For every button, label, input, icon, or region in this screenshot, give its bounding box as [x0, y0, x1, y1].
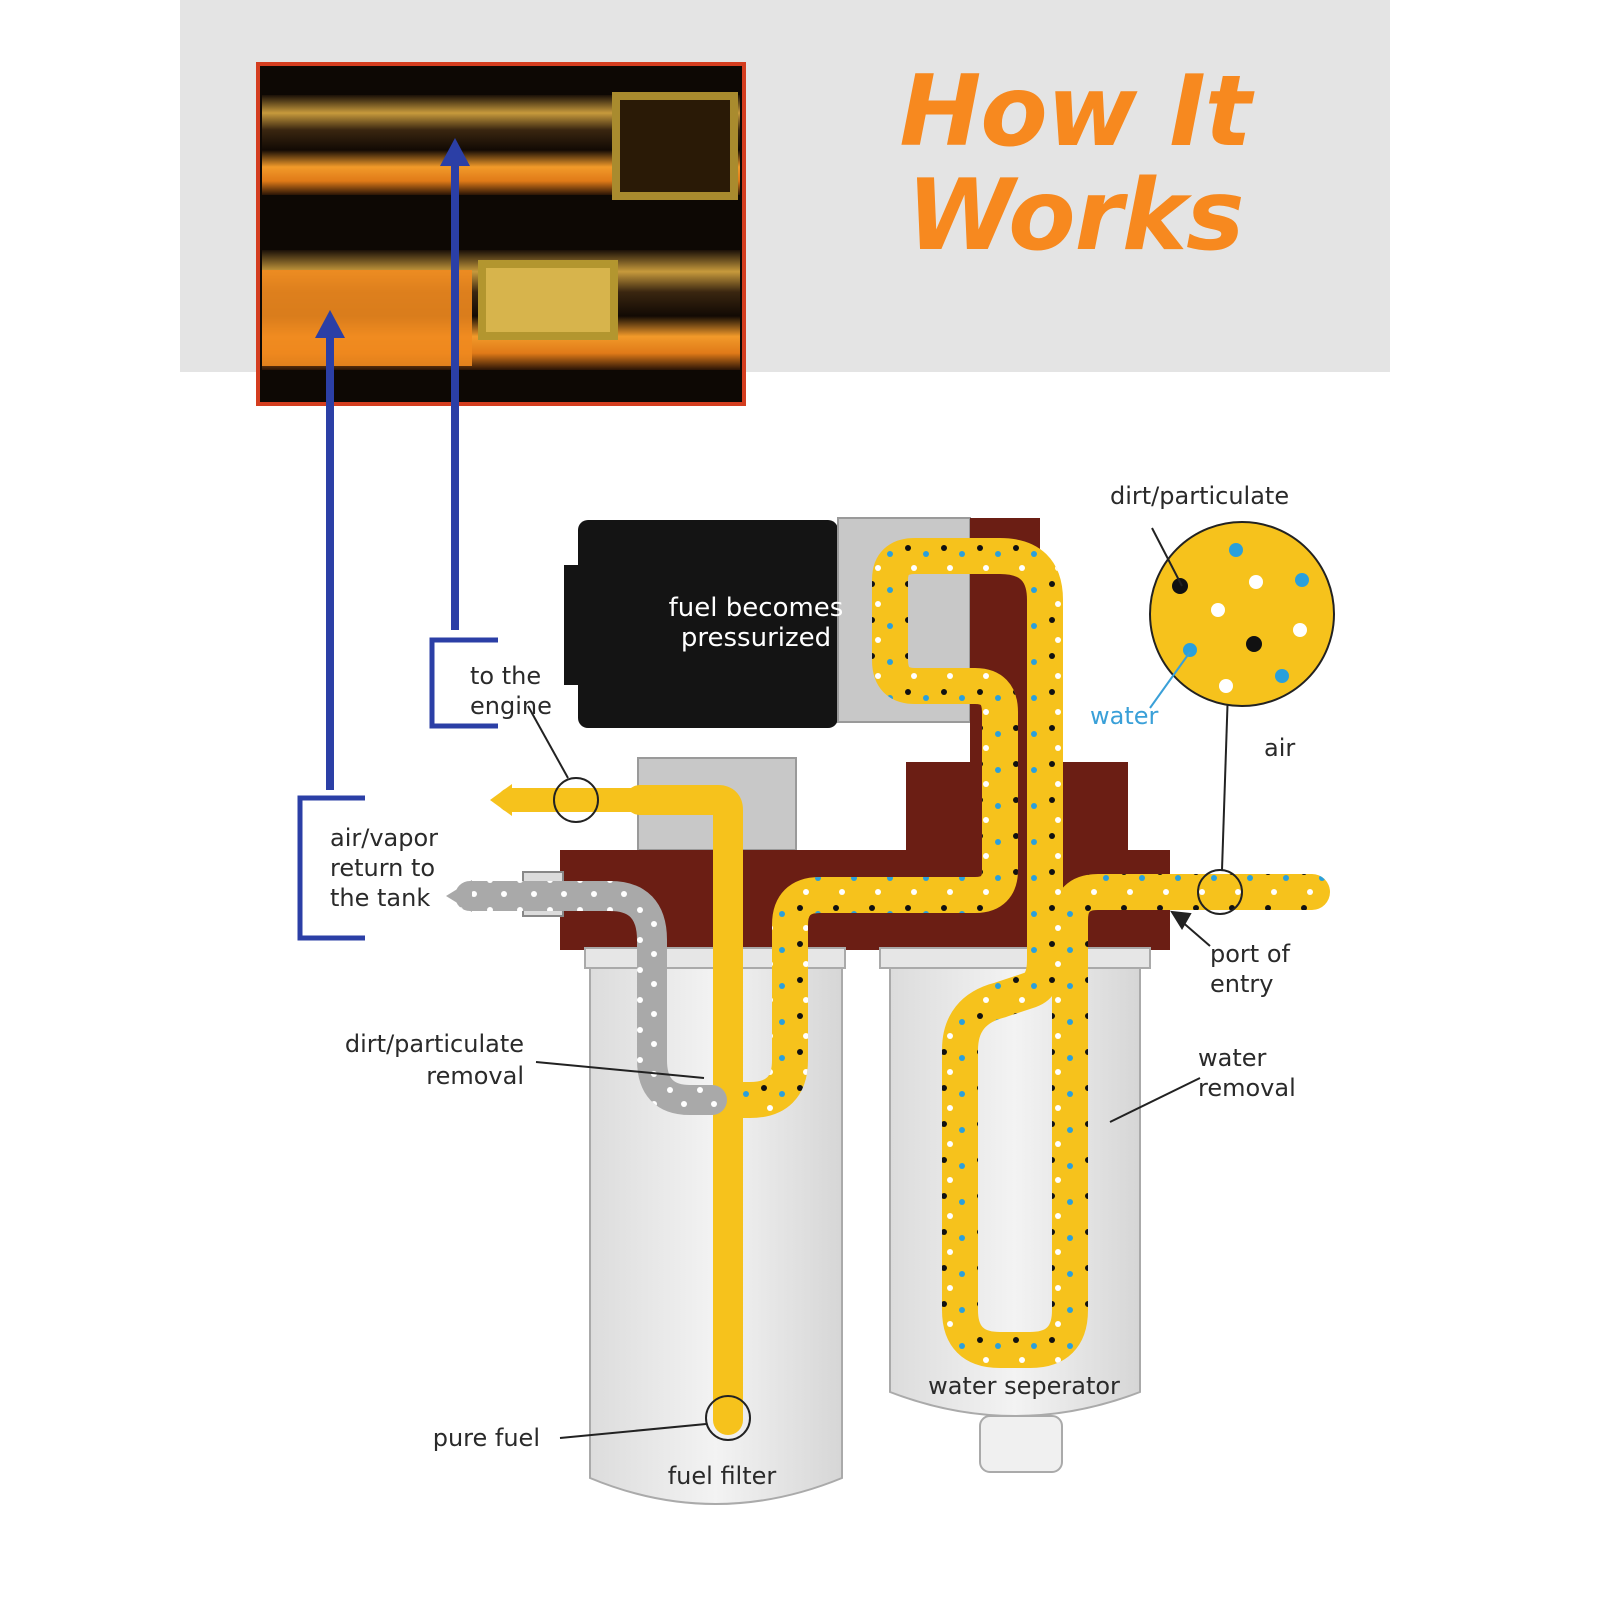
label-to-the: to the: [470, 662, 541, 690]
label-the-tank: the tank: [330, 884, 430, 912]
contaminant-legend-circle: [1149, 521, 1335, 709]
label-fuel-filter: fuel filter: [668, 1462, 777, 1490]
label-entry: entry: [1210, 970, 1273, 998]
blue-arrow-to-engine: [429, 138, 498, 729]
label-dirt-removal: dirt/particulate: [345, 1030, 524, 1058]
title-line-2: Works: [906, 159, 1245, 273]
callouts: [527, 689, 1243, 1441]
label-return-to: return to: [330, 854, 435, 882]
blue-arrow-air-vapor: [297, 310, 365, 941]
label-water-seperator: water seperator: [928, 1372, 1120, 1400]
label-removal: removal: [426, 1062, 524, 1090]
label-engine: engine: [470, 692, 552, 720]
label-pressurized: pressurized: [681, 623, 831, 653]
page-title: How It Works: [860, 60, 1290, 268]
title-line-1: How It: [899, 55, 1251, 169]
label-port-of: port of: [1210, 940, 1291, 968]
left-margin: [0, 0, 180, 1600]
tube-photo: [256, 62, 746, 406]
fuel-flow: [446, 538, 1330, 1435]
label-water-removal-2: removal: [1198, 1074, 1296, 1102]
label-fuel-becomes: fuel becomes: [669, 593, 844, 623]
label-pure-fuel: pure fuel: [433, 1424, 540, 1452]
label-air-vapor: air/vapor: [330, 824, 438, 852]
label-water-removal-1: water: [1198, 1044, 1267, 1072]
label-water: water: [1090, 702, 1159, 730]
label-air: air: [1264, 734, 1295, 762]
label-dirt-particulate: dirt/particulate: [1110, 482, 1289, 510]
